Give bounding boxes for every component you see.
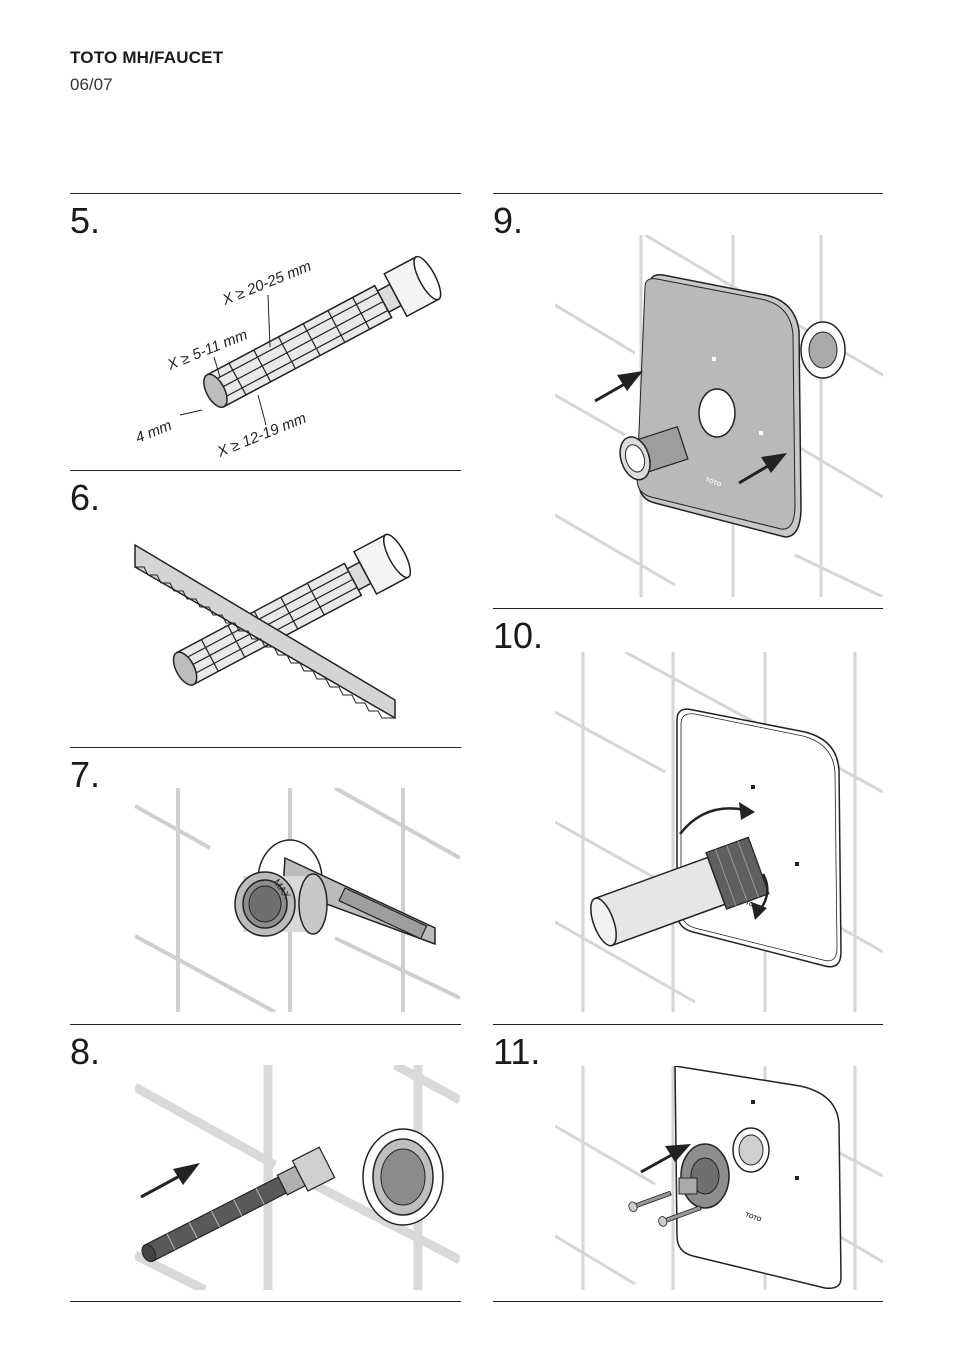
- document-title: TOTO MH/FAUCET: [70, 48, 224, 67]
- dimension-label: X ≥ 20-25 mm: [219, 258, 314, 309]
- divider: [70, 470, 461, 471]
- wrench-tightening-illustration: MAX: [135, 788, 460, 1012]
- divider: [70, 1024, 461, 1025]
- step-number-10: 10.: [493, 615, 544, 656]
- toto-logo-marking: TOTO: [744, 1212, 762, 1223]
- divider: [493, 193, 883, 194]
- step-number-7: 7.: [70, 754, 101, 795]
- dimension-label: X ≥ 12-19 mm: [214, 410, 309, 461]
- page-number: 06/07: [70, 75, 113, 94]
- toto-logo-marking: TOTO: [744, 900, 762, 911]
- divider: [70, 193, 461, 194]
- step-number-8: 8.: [70, 1031, 101, 1072]
- divider: [493, 608, 883, 609]
- step-number-6: 6.: [70, 477, 101, 518]
- handle-base-screws-illustration: TOTO: [555, 1066, 883, 1290]
- spindle-insertion-illustration: [135, 1065, 460, 1290]
- cover-rotation-illustration: TOTO: [555, 652, 883, 1012]
- step-number-11: 11.: [493, 1031, 541, 1072]
- dimension-label: 4 mm: [133, 417, 174, 447]
- spindle-dimensions-illustration: X ≥ 20-25 mm X ≥ 5-11 mm 4 mm X ≥ 12-19 …: [133, 255, 442, 461]
- divider: [70, 747, 461, 748]
- divider: [493, 1301, 883, 1302]
- saw-cutting-illustration: [134, 533, 412, 720]
- divider: [70, 1301, 461, 1302]
- step-number-9: 9.: [493, 200, 524, 241]
- divider: [493, 1024, 883, 1025]
- toto-logo-marking: TOTO: [704, 477, 722, 488]
- step-number-5: 5.: [70, 200, 101, 241]
- faceplate-mounting-illustration: TOTO: [555, 235, 883, 597]
